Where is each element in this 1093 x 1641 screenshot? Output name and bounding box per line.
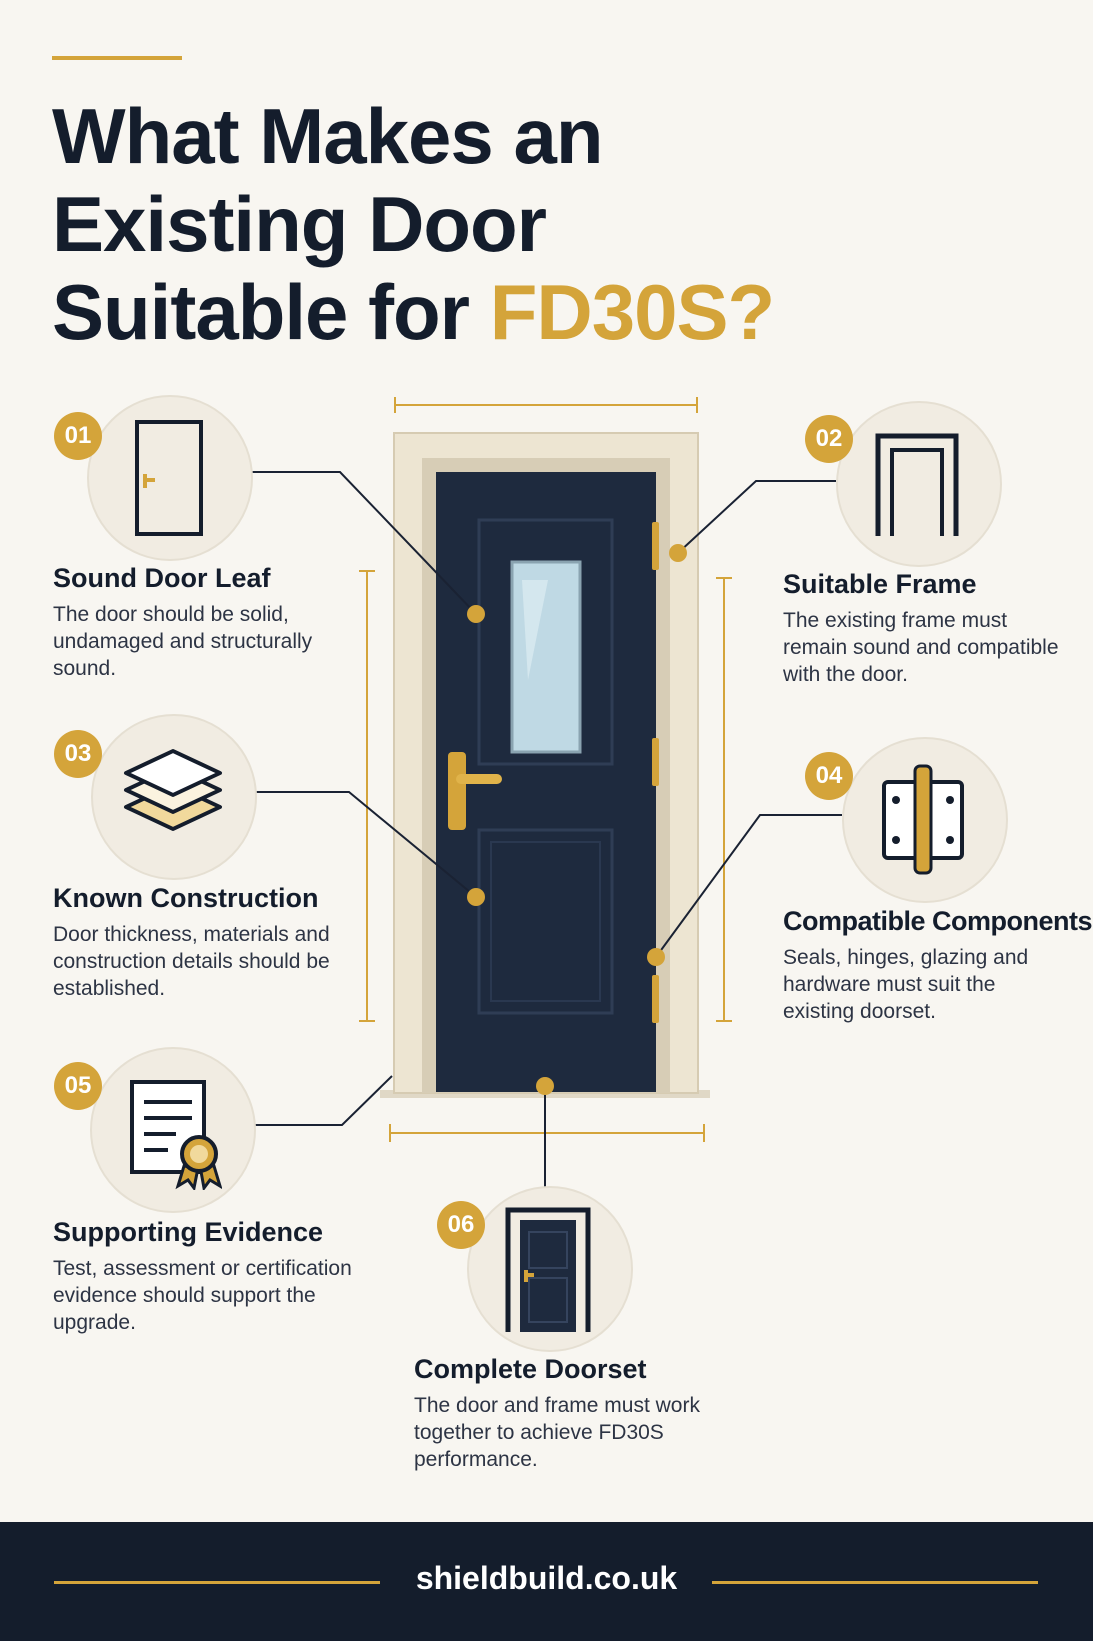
door-frame-icon [875, 433, 959, 536]
title-accent: FD30S? [489, 268, 775, 356]
feature-03-badge: 03 [54, 730, 102, 778]
footer-website-link[interactable]: shieldbuild.co.uk [415, 1560, 678, 1596]
feature-02-description: The existing frame must remain sound and… [783, 609, 1059, 686]
title-line-3: Suitable for [52, 268, 490, 356]
feature-01-title: Sound Door Leaf [53, 563, 271, 593]
layers-icon [124, 749, 222, 831]
door-handle [448, 752, 466, 830]
connector-dots [467, 544, 687, 1095]
feature-05-description: Test, assessment or certification eviden… [53, 1257, 352, 1334]
title-line-2: Existing Door [52, 180, 547, 268]
feature-06-description: The door and frame must work together to… [414, 1394, 700, 1471]
doorset-icon [505, 1207, 591, 1332]
footer: shieldbuild.co.uk [0, 1522, 1093, 1641]
feature-01-description: The door should be solid, undamaged and … [53, 603, 313, 680]
hinge-bottom [652, 975, 659, 1023]
hinge-icon [882, 764, 964, 875]
footer-rule-right [712, 1581, 1038, 1584]
title-line-1: What Makes an [52, 92, 603, 180]
feature-02-title: Suitable Frame [783, 569, 977, 599]
dimension-lines [359, 397, 732, 1142]
feature-05-title: Supporting Evidence [53, 1217, 324, 1247]
feature-06-title: Complete Doorset [414, 1354, 647, 1384]
feature-02-circle [836, 401, 1002, 567]
feature-04-title: Compatible Components [783, 906, 1093, 936]
feature-03-title: Known Construction [53, 883, 319, 913]
feature-02-badge: 02 [805, 415, 853, 463]
title-accent-rule [52, 56, 182, 60]
hinge-middle [652, 738, 659, 786]
footer-rule-left [54, 1581, 380, 1584]
feature-04-description: Seals, hinges, glazing and hardware must… [783, 946, 1029, 1023]
feature-06-badge: 06 [437, 1201, 485, 1249]
lower-panel [477, 828, 614, 1015]
feature-04-badge: 04 [805, 752, 853, 800]
door-leaf-icon [135, 420, 203, 536]
connector-lines [250, 471, 842, 1190]
glazing-panel [510, 560, 582, 754]
hinge-top [652, 522, 659, 570]
feature-01-badge: 01 [54, 412, 102, 460]
certificate-icon [130, 1080, 222, 1190]
upper-panel [477, 518, 614, 766]
feature-03-description: Door thickness, materials and constructi… [53, 923, 330, 1000]
feature-05-badge: 05 [54, 1062, 102, 1110]
page-title: What Makes an Existing Door Suitable for… [52, 92, 952, 356]
